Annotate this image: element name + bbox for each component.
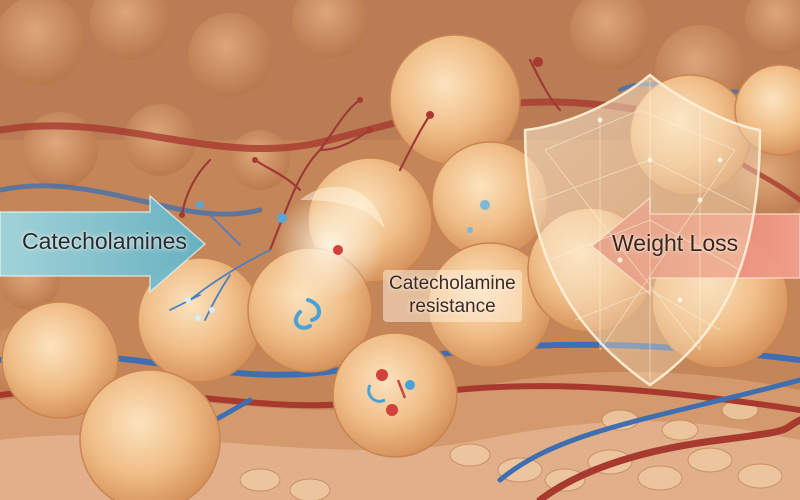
catecholamine-resistance-label: Catecholamine resistance [383,270,522,322]
impact-glow [275,190,385,300]
small-cells [239,399,783,500]
nerve-branches [180,58,562,252]
blue-dendrites [169,214,271,321]
weight-loss-label: Weight Loss [612,230,739,256]
receptor-molecule-icon [185,200,490,416]
shield-icon [523,73,762,387]
catecholamines-arrow [0,194,207,294]
nerve-terminals [179,57,543,218]
catecholamines-label: Catecholamines [22,228,187,254]
catecholamine-resistance-line2: resistance [409,296,496,317]
catecholamine-resistance-line1: Catecholamine [389,273,516,294]
